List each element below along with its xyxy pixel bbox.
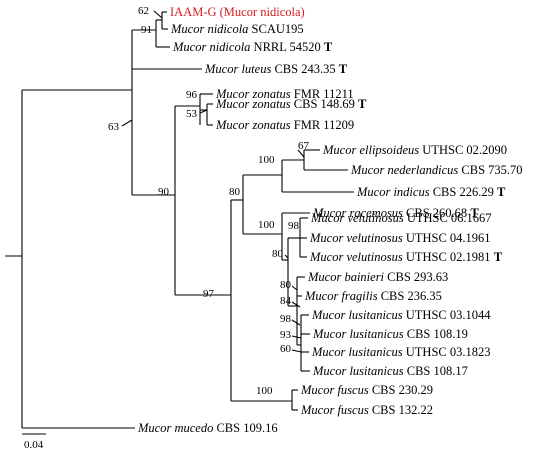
support-value: 100	[258, 154, 275, 166]
leader-53	[199, 109, 208, 114]
support-value: 96	[186, 89, 198, 101]
support-value: 100	[256, 385, 273, 397]
support-value: 98	[288, 220, 300, 232]
taxon-label: Mucor racemosus CBS 260.68 T	[312, 206, 479, 220]
taxon-label: Mucor lusitanicus CBS 108.17	[312, 364, 468, 378]
support-value: 91	[141, 24, 152, 36]
taxon-label: Mucor zonatus FMR 11211	[215, 87, 354, 101]
support-value: 80	[272, 248, 284, 260]
taxon-label: Mucor nederlandicus CBS 735.70	[350, 163, 523, 177]
taxon-label: Mucor nidicola SCAU195	[170, 22, 304, 36]
support-value: 53	[186, 108, 198, 120]
support-value: 60	[280, 343, 292, 355]
taxon-label: Mucor lusitanicus CBS 108.19	[312, 327, 468, 341]
taxon-label: Mucor velutinosus UTHSC 04.1961	[309, 231, 491, 245]
taxon-label: Mucor velutinosus UTHSC 02.1981 T	[309, 250, 503, 264]
taxon-label: Mucor lusitanicus UTHSC 03.1044	[311, 308, 491, 322]
scale-bar-label: 0.04	[24, 439, 44, 451]
taxon-label: Mucor fuscus CBS 132.22	[300, 403, 433, 417]
leader-98	[291, 319, 301, 326]
taxon-label: Mucor fuscus CBS 230.29	[300, 383, 433, 397]
taxon-label: Mucor zonatus CBS 148.69 T	[215, 97, 367, 111]
support-value: 63	[108, 121, 120, 133]
support-value: 97	[203, 288, 215, 300]
taxon-label-highlight: IAAM-G (Mucor nidicola)	[170, 5, 305, 19]
support-value: 90	[158, 186, 170, 198]
leader-80a	[284, 254, 289, 259]
leader-67	[297, 149, 305, 158]
taxon-label: Mucor ellipsoideus UTHSC 02.2090	[322, 143, 507, 157]
taxon-label: Mucor mucedo CBS 109.16	[137, 421, 278, 435]
taxon-label: Mucor nidicola NRRL 54520 T	[172, 40, 333, 54]
support-value: 84	[280, 295, 292, 307]
tree-branches	[5, 10, 354, 435]
support-value: 62	[138, 5, 149, 17]
taxon-label: Mucor bainieri CBS 293.63	[307, 270, 448, 284]
support-value: 80	[280, 279, 292, 291]
leader-84	[291, 301, 301, 308]
leader-63	[121, 119, 133, 127]
support-values: 62 91 63 96 53 90 80 100 67 100 98 80 97…	[108, 5, 310, 397]
leader-62	[153, 10, 163, 19]
taxon-label: Mucor fragilis CBS 236.35	[304, 289, 442, 303]
support-value: 67	[298, 140, 310, 152]
taxon-label: Mucor indicus CBS 226.29 T	[356, 185, 506, 199]
support-value: 80	[229, 186, 241, 198]
leader-80b	[291, 285, 298, 291]
taxon-label: Mucor lusitanicus UTHSC 03.1823	[311, 345, 490, 359]
support-value: 100	[258, 219, 275, 231]
taxon-label: Mucor luteus CBS 243.35 T	[204, 62, 348, 76]
support-value: 93	[280, 329, 292, 341]
leader-93	[291, 335, 302, 339]
support-value: 98	[280, 313, 292, 325]
taxon-label: Mucor velutinosus UTHSC 06.1667	[310, 211, 492, 225]
leader-60	[291, 349, 302, 353]
taxon-label: Mucor zonatus FMR 11209	[215, 118, 354, 132]
taxon-labels: IAAM-G (Mucor nidicola) Mucor nidicola S…	[137, 5, 523, 435]
